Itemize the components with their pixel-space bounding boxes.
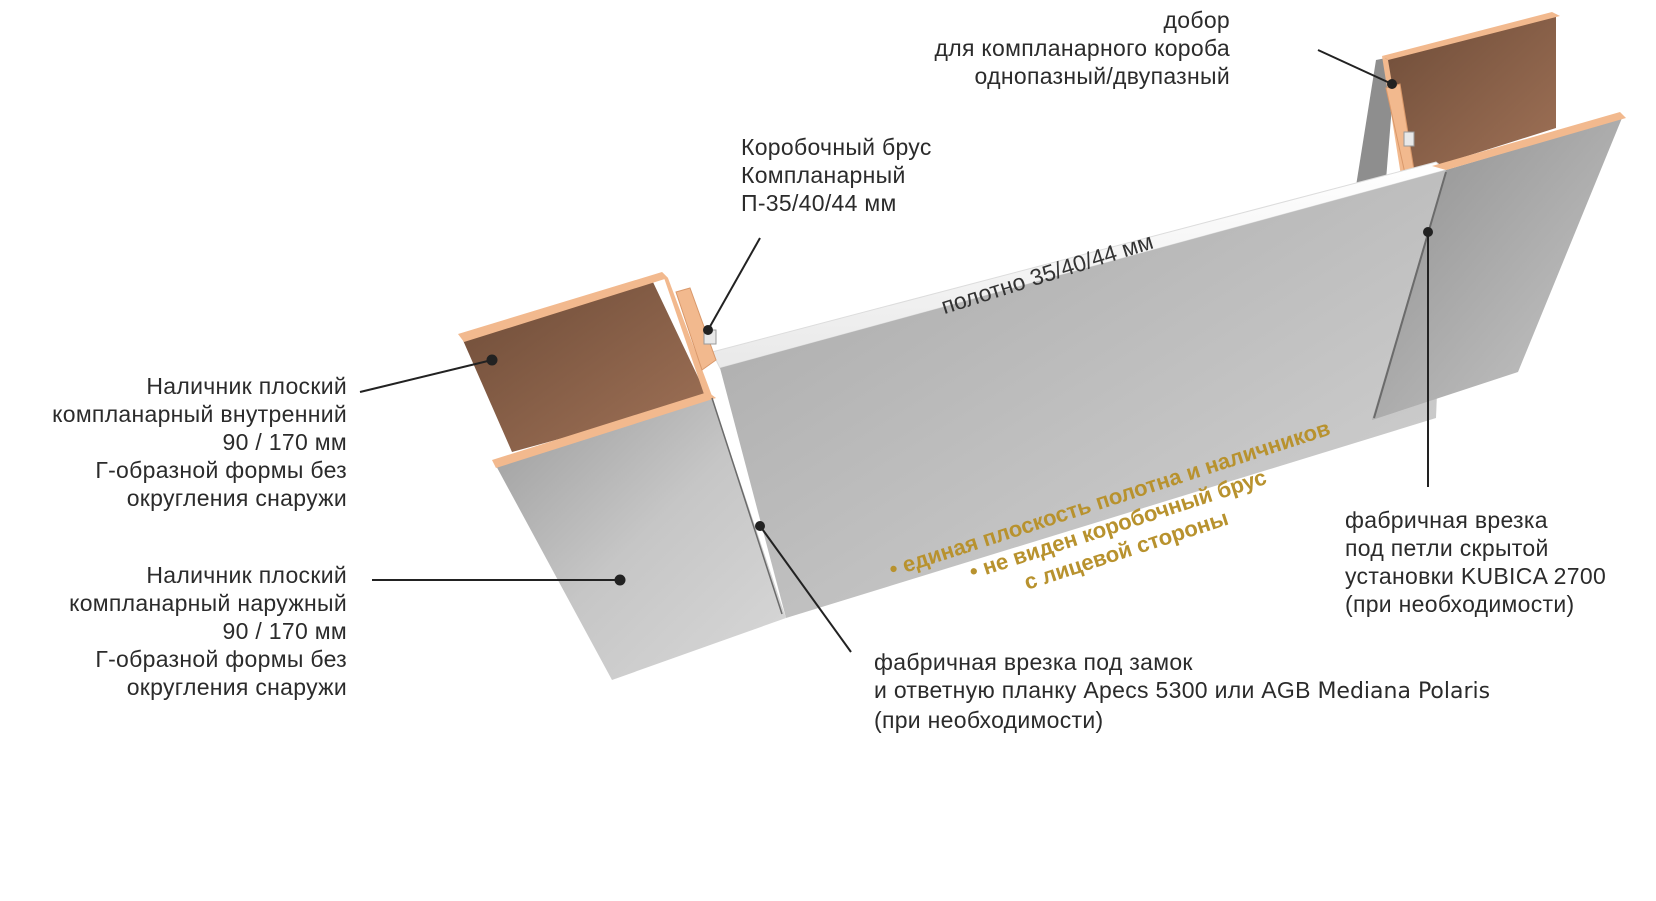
brus-label: Коробочный брус Компланарный П-35/40/44 …	[741, 133, 932, 217]
brus-label-line: Компланарный	[741, 162, 906, 188]
left-brus-profile	[675, 287, 717, 371]
lock-label-line: фабричная врезка под замок	[874, 649, 1193, 675]
brus-label-line: Коробочный брус	[741, 134, 932, 160]
hinge-label-line: установки KUBICA 2700	[1345, 563, 1607, 589]
leader-outer-casing	[372, 574, 626, 586]
hinge-label-line: под петли скрытой	[1345, 535, 1549, 561]
right-casing-edge	[1432, 112, 1626, 170]
left-inner-casing-edge-right	[662, 272, 712, 400]
right-seam-line	[1373, 171, 1447, 419]
leader-hinge	[1423, 227, 1433, 487]
left-inner-casing-edge-top	[458, 272, 668, 342]
outer-casing-label-line: округления снаружи	[126, 674, 347, 700]
hinge-label: фабричная врезка под петли скрытой устан…	[1345, 506, 1606, 618]
leader-lock	[755, 521, 852, 653]
right-dobor-edge-top	[1382, 12, 1560, 60]
left-outer-casing-edge	[492, 392, 716, 468]
right-casing-face	[1372, 118, 1622, 420]
dobor-label: добор для компланарного короба однопазны…	[935, 6, 1230, 90]
right-brus-clip	[1403, 131, 1415, 147]
door-panel-face	[720, 170, 1446, 618]
dobor-label-line: для компланарного короба	[934, 35, 1230, 61]
right-dobor	[1384, 16, 1556, 176]
inner-casing-label-line: Г-образной формы без	[95, 457, 347, 483]
hinge-label-line: фабричная врезка	[1345, 507, 1548, 533]
inner-casing-label-line: 90 / 170 мм	[222, 429, 347, 455]
dobor-label-line: однопазный/двупазный	[974, 63, 1230, 89]
outer-casing-label: Наличник плоский компланарный наружный 9…	[69, 561, 347, 701]
leader-dobor	[1317, 49, 1397, 89]
outer-casing-label-line: 90 / 170 мм	[222, 618, 347, 644]
left-outer-casing-face	[494, 398, 786, 680]
lock-label-text: и ответную планку Apecs 5300 или AGB	[874, 677, 1311, 703]
outer-casing-label-line: Наличник плоский	[146, 562, 347, 588]
inner-casing-label-line: компланарный внутренний	[52, 401, 347, 427]
inner-casing-label-line: Наличник плоский	[146, 373, 347, 399]
left-seam-line	[711, 397, 783, 615]
leader-inner-casing	[359, 354, 498, 393]
leader-brus	[703, 237, 761, 335]
brus-label-line: П-35/40/44 мм	[741, 190, 897, 216]
outer-casing-label-line: Г-образной формы без	[95, 646, 347, 672]
lock-brand-name: Mediana Polaris	[1317, 679, 1491, 704]
outer-casing-label-line: компланарный наружный	[69, 590, 347, 616]
dobor-label-line: добор	[1163, 7, 1230, 33]
lock-label: фабричная врезка под замок и ответную пл…	[874, 648, 1490, 734]
inner-casing-label: Наличник плоский компланарный внутренний…	[52, 372, 347, 512]
lock-label-line: (при необходимости)	[874, 707, 1104, 733]
inner-casing-label-line: округления снаружи	[126, 485, 347, 511]
lock-label-line: и ответную планку Apecs 5300 или AGB Med…	[874, 676, 1490, 706]
hinge-label-line: (при необходимости)	[1345, 591, 1575, 617]
